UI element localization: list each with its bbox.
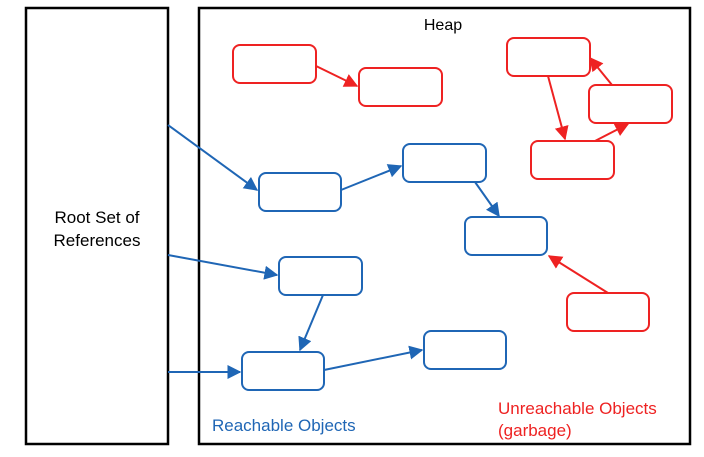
reference-arrow: [323, 345, 424, 371]
unreachable-legend-line2: (garbage): [498, 421, 572, 440]
unreachable-object: [506, 37, 591, 77]
root-set-label-line1: Root Set of: [54, 208, 139, 227]
reachable-object: [464, 216, 548, 256]
garbage-reference-arrow: [589, 56, 613, 86]
root-set-panel: [24, 6, 170, 446]
unreachable-object: [358, 67, 443, 107]
garbage-reference-arrow: [315, 65, 359, 87]
reference-arrow: [340, 164, 403, 191]
unreachable-object: [566, 292, 650, 332]
reachable-legend: Reachable Objects: [212, 416, 356, 435]
reachable-object: [423, 330, 507, 370]
unreachable-legend-line1: Unreachable Objects: [498, 399, 657, 418]
unreachable-object: [530, 140, 615, 180]
reference-arrow: [167, 254, 279, 280]
heap-title: Heap: [424, 17, 462, 34]
root-set-label-line2: References: [54, 231, 141, 250]
garbage-reference-arrow: [547, 75, 569, 141]
reference-arrow: [298, 294, 324, 352]
garbage-reference-arrow: [594, 123, 630, 142]
reachable-object: [278, 256, 363, 296]
reference-arrow: [167, 124, 259, 191]
unreachable-object: [232, 44, 317, 84]
reachable-object: [258, 172, 342, 212]
unreachable-object: [588, 84, 673, 124]
reachable-object: [241, 351, 325, 391]
reachable-object: [402, 143, 487, 183]
garbage-reference-arrow: [547, 255, 609, 294]
reference-arrow: [474, 181, 500, 218]
